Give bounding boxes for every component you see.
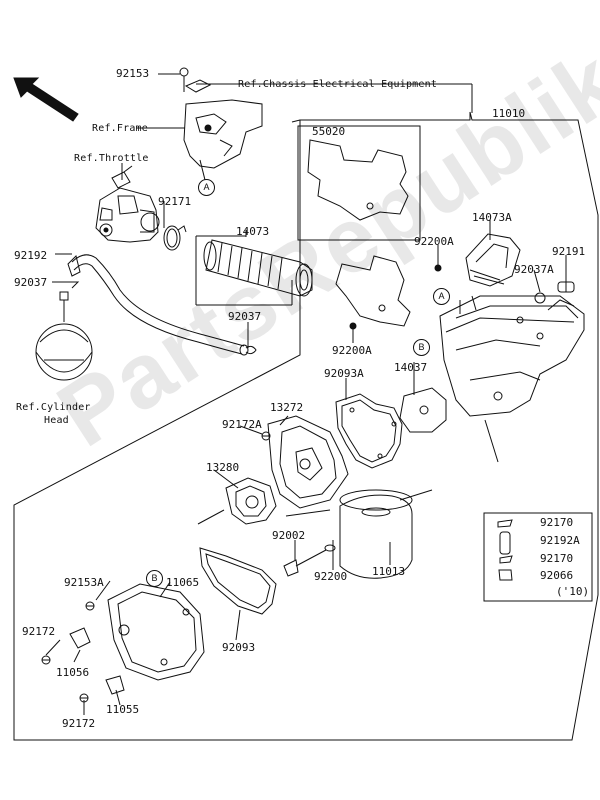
part-label-92171: 92171 [158, 195, 192, 208]
bracket-92153 [179, 67, 212, 93]
part-label-13280: 13280 [206, 461, 240, 474]
clip-11055 [105, 675, 125, 695]
duct-14073 [203, 239, 313, 297]
bolt-92002 [283, 544, 336, 577]
part-label-14073a: 14073A [472, 211, 512, 224]
snorkel-14073a [465, 233, 521, 287]
throttle-body [95, 165, 160, 243]
element-11013 [339, 489, 413, 579]
part-label-92153a: 92153A [64, 576, 104, 589]
gasket-92093a [335, 393, 403, 469]
cap-92191 [557, 281, 575, 293]
inset-parts [497, 519, 513, 581]
part-label-92037: 92037 [14, 276, 48, 289]
ref-head-label: Head [44, 415, 69, 426]
part-label-11056: 11056 [56, 666, 90, 679]
housing-11010 [439, 295, 585, 417]
part-label-92172-bottom: 92172 [62, 717, 96, 730]
screw-92153a [85, 601, 95, 611]
cover-14037 [399, 387, 447, 433]
inset-year-label: ('10) [556, 585, 590, 598]
part-label-14073: 14073 [236, 225, 270, 238]
part-label-92172a: 92172A [222, 418, 262, 431]
ref-chassis-label: Ref.Chassis Electrical Equipment [238, 79, 438, 90]
screw-92172a [261, 431, 271, 441]
hose-92192 [67, 254, 249, 356]
holder-13280 [225, 477, 277, 525]
ref-throttle-label: Ref.Throttle [74, 153, 149, 164]
part-label-92037a: 92037A [514, 263, 554, 276]
part-label-92200a-mid: 92200A [332, 344, 372, 357]
callout-b: B [413, 339, 430, 356]
inset-label-92192a: 92192A [540, 534, 580, 547]
inset-label-92066: 92066 [540, 569, 574, 582]
part-label-13272: 13272 [270, 401, 304, 414]
breather-cap [35, 291, 93, 381]
direction-arrow-icon [13, 77, 79, 122]
inner-box-55020 [291, 119, 421, 241]
inset-label-92170: 92170 [540, 516, 574, 529]
screw-92172-left [41, 655, 51, 665]
part-label-92192: 92192 [14, 249, 48, 262]
part-label-11055: 11055 [106, 703, 140, 716]
gasket-55020 [307, 139, 409, 221]
clip-92037a [534, 292, 546, 304]
part-label-11065: 11065 [166, 576, 200, 589]
part-label-92093a: 92093A [324, 367, 364, 380]
part-label-92002: 92002 [272, 529, 306, 542]
callout-b: B [146, 570, 163, 587]
clip-92037 [62, 281, 80, 289]
part-label-55020: 55020 [312, 125, 346, 138]
callout-a: A [198, 179, 215, 196]
clip-11056 [69, 627, 91, 649]
ref-frame-label: Ref.Frame [92, 123, 148, 134]
part-label-11010: 11010 [492, 107, 526, 120]
part-label-92093: 92093 [222, 641, 256, 654]
clip-92037-mid [245, 345, 257, 355]
part-label-11013: 11013 [372, 565, 406, 578]
part-label-92191: 92191 [552, 245, 586, 258]
part-label-92153: 92153 [116, 67, 150, 80]
gasket-92093 [199, 547, 277, 615]
plate-13272 [267, 415, 349, 509]
part-label-92200: 92200 [314, 570, 348, 583]
cover-11065 [107, 583, 205, 681]
part-label-14037: 14037 [394, 361, 428, 374]
inset-box [483, 512, 593, 602]
clamp-92171 [163, 225, 187, 251]
frame-part [183, 99, 263, 181]
screw-92172-bottom [79, 693, 89, 703]
part-label-92200a-top: 92200A [414, 235, 454, 248]
gasket-lower [335, 255, 411, 327]
part-label-92037-mid: 92037 [228, 310, 262, 323]
callout-a: A [433, 288, 450, 305]
group-outline [13, 111, 599, 741]
part-label-92172-left: 92172 [22, 625, 56, 638]
ref-cylinder-label: Ref.Cylinder [16, 402, 91, 413]
inset-label-92170: 92170 [540, 552, 574, 565]
